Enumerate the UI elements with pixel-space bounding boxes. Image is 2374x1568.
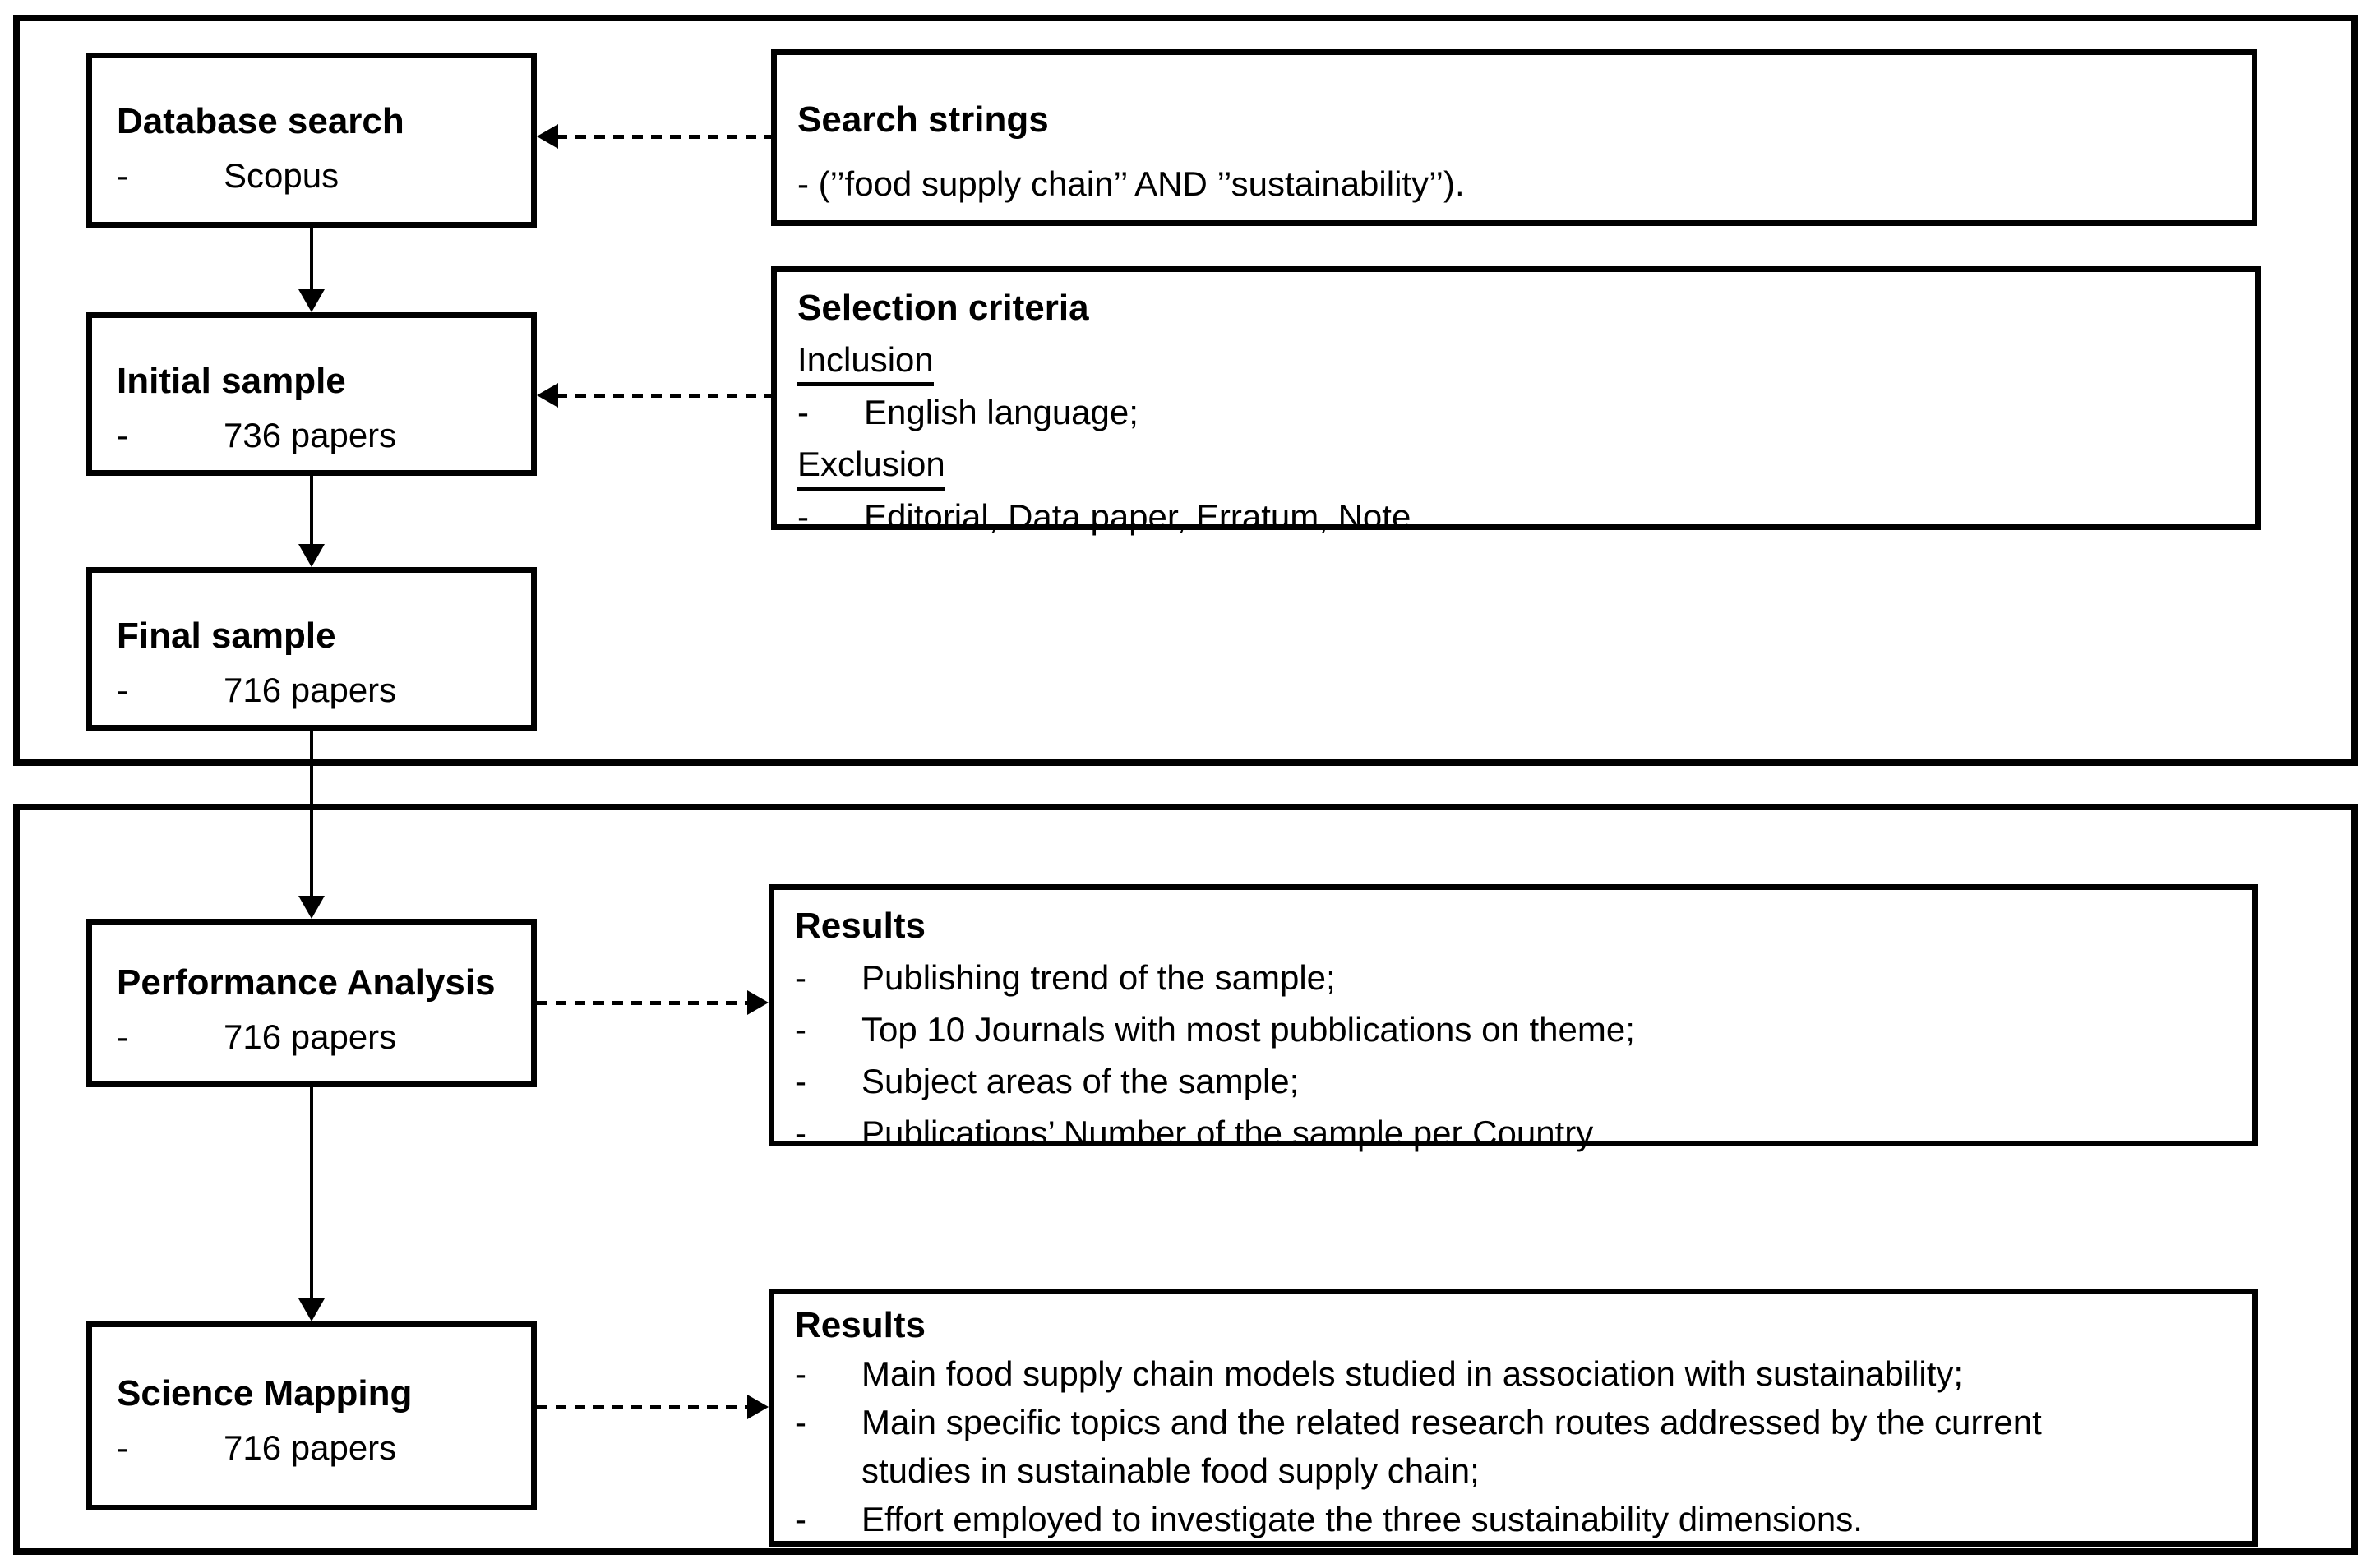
bullet-dash: - [797, 497, 809, 536]
final-sample-item-text: 716 papers [224, 671, 397, 709]
final-sample-box: Final sample - 716 papers [86, 567, 537, 731]
results-science-item: - Main specific topics and the related r… [795, 1398, 2229, 1495]
exclusion-item-text: Editorial, Data paper, Erratum, Note. [864, 497, 1420, 536]
results-performance-item: - Subject areas of the sample; [795, 1055, 2229, 1107]
results-science-title: Results [795, 1305, 926, 1345]
bullet-dash: - [117, 671, 128, 709]
bullet-dash: - [117, 1428, 128, 1467]
search-strings-title: Search strings [797, 99, 1049, 140]
inclusion-heading-text: Inclusion [797, 338, 934, 386]
results-science-box: Results - Main food supply chain models … [769, 1289, 2258, 1547]
results-performance-item-text: Publications’ Number of the sample per C… [861, 1114, 1600, 1152]
bullet-dash: - [795, 1500, 806, 1538]
inclusion-item-text: English language; [864, 393, 1139, 431]
initial-sample-item-text: 736 papers [224, 416, 397, 454]
results-science-item: - Effort employed to investigate the thr… [795, 1495, 2229, 1543]
results-science-item: - Main food supply chain models studied … [795, 1349, 2229, 1398]
bullet-dash: - [117, 416, 128, 454]
database-search-box: Database search - Scopus [86, 53, 537, 228]
selection-criteria-box: Selection criteria Inclusion - English l… [771, 266, 2261, 536]
initial-sample-box: Initial sample - 736 papers [86, 312, 537, 476]
bullet-dash: - [795, 1114, 806, 1152]
arrow-initial-to-final-line [310, 474, 313, 545]
arrow-science-to-results-head [747, 1395, 769, 1419]
results-science-item-text: Main food supply chain models studied in… [861, 1354, 1964, 1393]
arrow-final-to-performance-head [298, 896, 325, 919]
arrow-performance-to-science-line [310, 1086, 313, 1299]
initial-sample-item: - 736 papers [117, 408, 515, 463]
bullet-dash: - [117, 1017, 128, 1056]
exclusion-item: - Editorial, Data paper, Erratum, Note. [797, 491, 2232, 542]
results-science-item-text: Effort employed to investigate the three… [861, 1500, 1863, 1538]
arrow-criteria-to-initial-head [537, 383, 558, 408]
arrow-criteria-to-initial-line [557, 394, 771, 398]
arrow-final-to-performance-line [310, 730, 313, 897]
science-mapping-title: Science Mapping [117, 1373, 413, 1414]
inclusion-heading: Inclusion [797, 334, 2232, 386]
final-sample-title: Final sample [117, 616, 336, 656]
science-mapping-box: Science Mapping - 716 papers [86, 1321, 537, 1510]
arrow-database-to-initial-head [298, 289, 325, 312]
performance-analysis-item: - 716 papers [117, 1010, 515, 1064]
bullet-dash: - [795, 1010, 806, 1049]
bottom-section-frame [13, 804, 2358, 1555]
bullet-dash: - [117, 156, 128, 195]
science-mapping-item-text: 716 papers [224, 1428, 397, 1467]
results-performance-item-text: Top 10 Journals with most pubblications … [861, 1010, 1635, 1049]
results-performance-title: Results [795, 906, 926, 946]
bullet-dash: - [795, 958, 806, 997]
database-search-item-text: Scopus [224, 156, 339, 195]
performance-analysis-box: Performance Analysis - 716 papers [86, 919, 537, 1087]
arrow-initial-to-final-head [298, 544, 325, 567]
search-strings-box: Search strings - (’’food supply chain’’ … [771, 49, 2257, 226]
results-performance-item-text: Publishing trend of the sample; [861, 958, 1336, 997]
bullet-dash: - [795, 1403, 806, 1441]
results-performance-item-text: Subject areas of the sample; [861, 1062, 1300, 1100]
arrow-searchstrings-to-database-head [537, 124, 558, 149]
database-search-title: Database search [117, 101, 404, 141]
arrow-science-to-results-line [537, 1405, 749, 1409]
exclusion-heading-text: Exclusion [797, 442, 945, 491]
selection-criteria-title: Selection criteria [797, 288, 1089, 328]
top-section-frame [13, 15, 2358, 766]
bullet-dash: - [795, 1062, 806, 1100]
database-search-item: - Scopus [117, 149, 515, 203]
bullet-dash: - [797, 393, 809, 431]
results-performance-box: Results - Publishing trend of the sample… [769, 884, 2258, 1152]
exclusion-heading: Exclusion [797, 438, 2232, 491]
performance-analysis-title: Performance Analysis [117, 962, 496, 1003]
arrow-performance-to-results-head [747, 990, 769, 1015]
initial-sample-title: Initial sample [117, 361, 346, 401]
arrow-searchstrings-to-database-line [557, 135, 771, 139]
final-sample-item: - 716 papers [117, 663, 515, 717]
performance-analysis-item-text: 716 papers [224, 1017, 397, 1056]
arrow-database-to-initial-line [310, 228, 313, 290]
results-performance-item: - Top 10 Journals with most pubblication… [795, 1003, 2229, 1055]
results-performance-item: - Publications’ Number of the sample per… [795, 1107, 2229, 1159]
arrow-performance-to-science-head [298, 1298, 325, 1321]
inclusion-item: - English language; [797, 386, 2232, 438]
search-strings-line: - (’’food supply chain’’ AND ’’sustainab… [797, 164, 1465, 203]
bullet-dash: - [795, 1354, 806, 1393]
arrow-performance-to-results-line [537, 1001, 749, 1005]
results-performance-item: - Publishing trend of the sample; [795, 952, 2229, 1003]
results-science-item-text: Main specific topics and the related res… [861, 1403, 2042, 1490]
science-mapping-item: - 716 papers [117, 1421, 515, 1475]
